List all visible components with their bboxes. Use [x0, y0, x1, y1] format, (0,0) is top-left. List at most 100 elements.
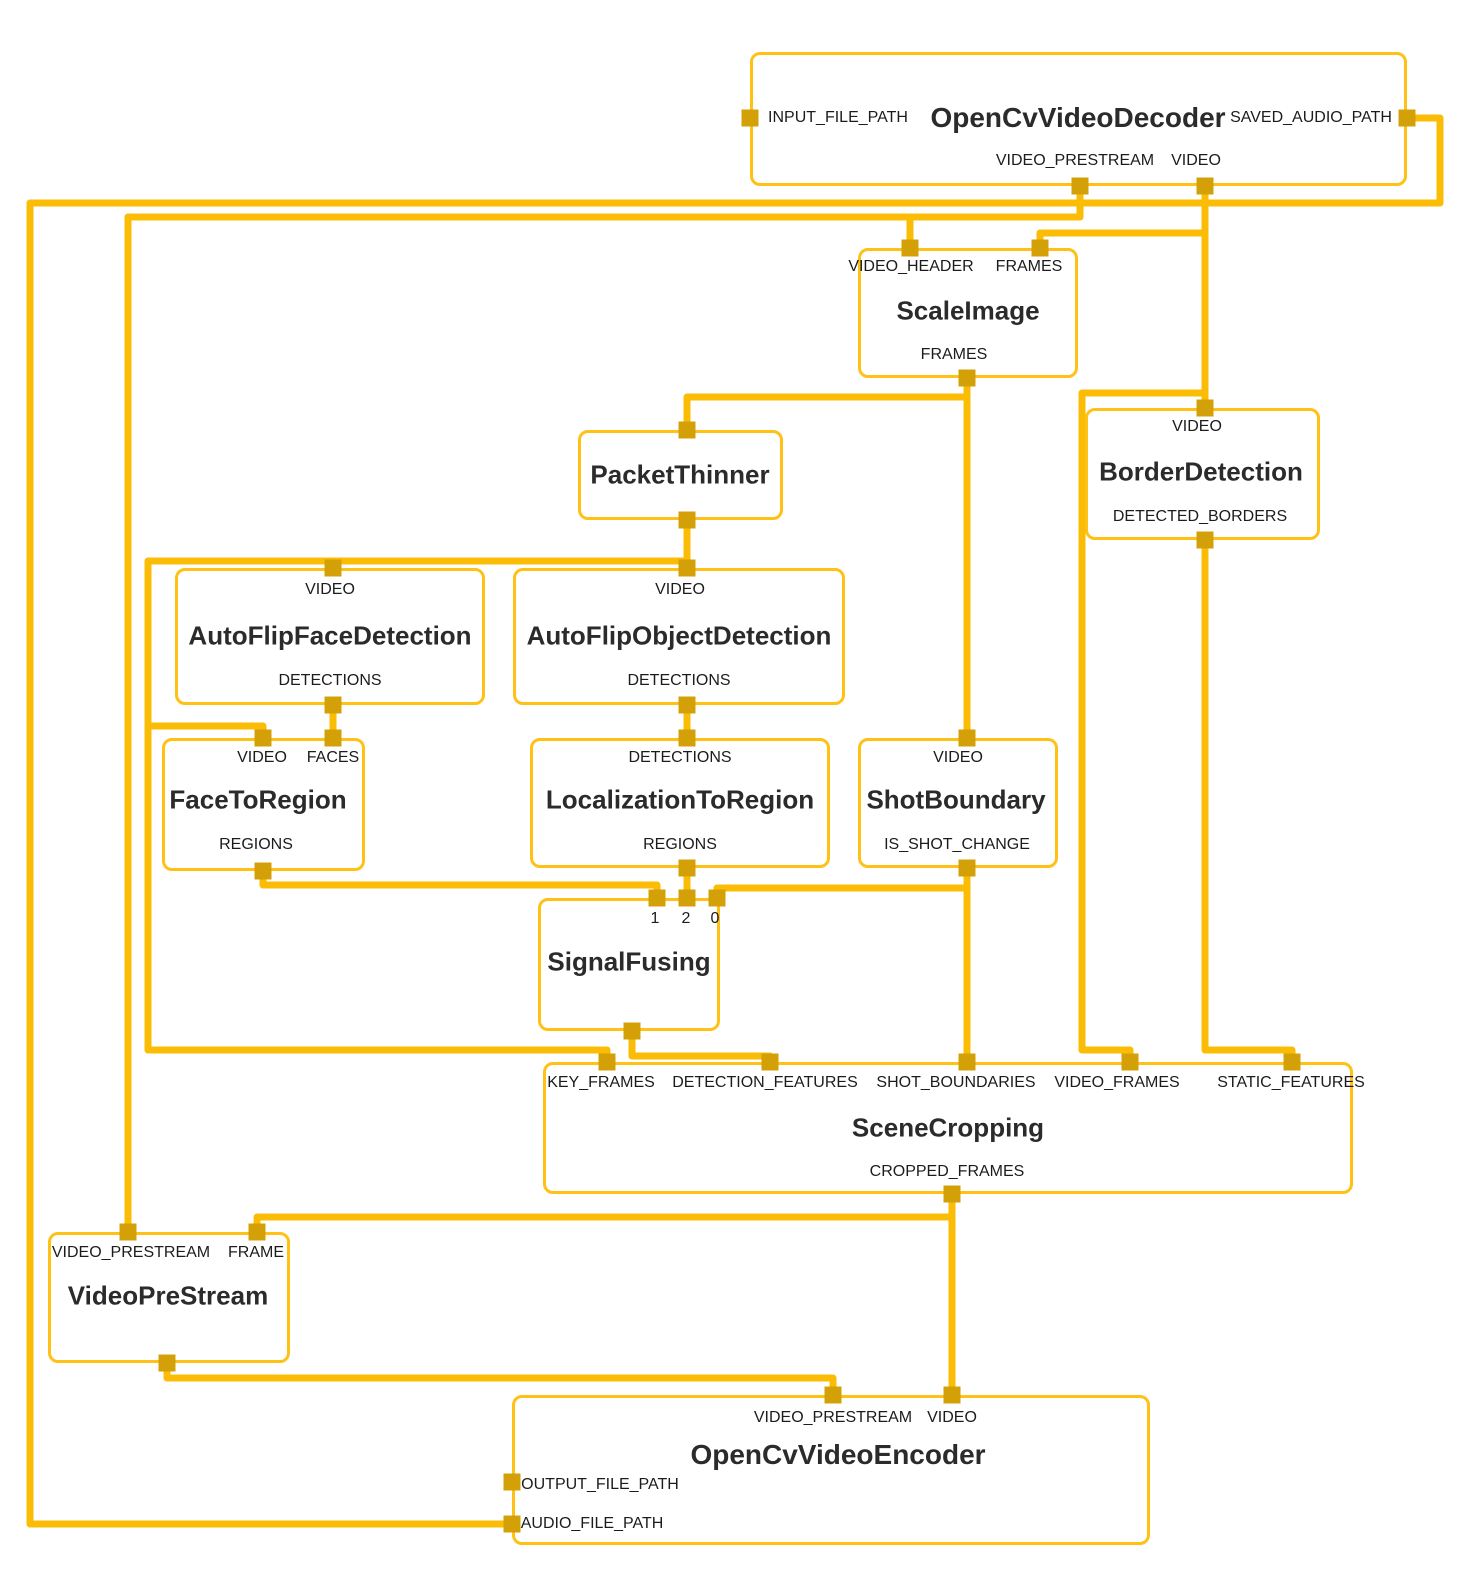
decoder-video-prestream-label: VIDEO_PRESTREAM [995, 152, 1155, 169]
edge-borderdetection-to-scenecropping-static-features [1201, 540, 1296, 1062]
decoder-video-label: VIDEO [1171, 152, 1221, 169]
edge-video-to-scaleimage-frames [1036, 229, 1205, 248]
port-encoder-audio-file-path [503, 1515, 521, 1533]
facetoregion-regions-label: REGIONS [219, 836, 293, 853]
port-localizationtoregion-detections [678, 729, 696, 747]
port-borderdetection-detected-borders [1196, 531, 1214, 549]
port-packetthinner-out [678, 511, 696, 529]
port-scaleimage-video-header [901, 239, 919, 257]
port-scaleimage-frames-out [958, 369, 976, 387]
localizationtoregion-detections-label: DETECTIONS [628, 749, 732, 766]
scenecropping-cropped-frames-label: CROPPED_FRAMES [869, 1163, 1025, 1180]
port-encoder-output-file-path [503, 1473, 521, 1491]
scenecropping-static-features-label: STATIC_FEATURES [1217, 1074, 1365, 1091]
facedetection-video-label: VIDEO [305, 581, 355, 598]
facedetection-detections-label: DETECTIONS [278, 672, 382, 689]
node-signal-fusing[interactable] [538, 898, 720, 1031]
edge-saved-audio-path-to-audio-file-path [26, 114, 1444, 1528]
facetoregion-faces-label: FACES [306, 749, 360, 766]
encoder-audio-file-path-label: AUDIO_FILE_PATH [520, 1515, 664, 1532]
shotboundary-is-shot-change-label: IS_SHOT_CHANGE [884, 836, 1030, 853]
facetoregion-title: FaceToRegion [169, 784, 347, 815]
borderdetection-title: BorderDetection [1099, 456, 1303, 487]
port-scenecropping-cropped-frames [943, 1185, 961, 1203]
decoder-input-file-path-label: INPUT_FILE_PATH [768, 109, 908, 126]
objectdetection-video-label: VIDEO [655, 581, 705, 598]
port-localizationtoregion-regions [678, 859, 696, 877]
encoder-output-file-path-label: OUTPUT_FILE_PATH [521, 1476, 679, 1493]
port-encoder-video [943, 1386, 961, 1404]
port-facedetection-detections [324, 696, 342, 714]
port-scenecropping-shot-boundaries [958, 1053, 976, 1071]
edge-shotboundary-to-signalfusing-0 [713, 884, 967, 898]
port-packetthinner-in [678, 421, 696, 439]
encoder-video-prestream-label: VIDEO_PRESTREAM [753, 1409, 913, 1426]
videoprestream-video-prestream-label: VIDEO_PRESTREAM [51, 1244, 211, 1261]
port-objectdetection-detections [678, 696, 696, 714]
port-objectdetection-video [678, 559, 696, 577]
edge-scaleimage-frames-to-packetthinner [683, 393, 967, 430]
scenecropping-detection-features-label: DETECTION_FEATURES [672, 1074, 858, 1091]
port-shotboundary-is-shot-change [958, 859, 976, 877]
facetoregion-video-label: VIDEO [237, 749, 287, 766]
videoprestream-frame-label: FRAME [228, 1244, 284, 1261]
port-encoder-video-prestream [824, 1386, 842, 1404]
port-signalfusing-1 [648, 889, 666, 907]
shotboundary-title: ShotBoundary [866, 784, 1046, 815]
borderdetection-video-label: VIDEO [1172, 418, 1222, 435]
encoder-video-label: VIDEO [927, 1409, 977, 1426]
facedetection-title: AutoFlipFaceDetection [188, 620, 472, 651]
node-shot-boundary[interactable] [858, 738, 1058, 868]
decoder-title: OpenCvVideoDecoder [930, 102, 1226, 133]
port-signalfusing-0 [708, 889, 726, 907]
port-facetoregion-video [254, 729, 272, 747]
port-videoprestream-out [158, 1354, 176, 1372]
port-scenecropping-video-frames [1121, 1053, 1139, 1071]
edge-packetthinner-to-facetoregion-video [148, 722, 267, 738]
signalfusing-input-2-label: 2 [681, 910, 691, 927]
port-scenecropping-detection-features [761, 1053, 779, 1071]
node-autoflip-object-detection[interactable] [513, 568, 845, 705]
edge-facetoregion-regions-to-signalfusing-1 [259, 871, 661, 898]
port-shotboundary-video [958, 729, 976, 747]
localizationtoregion-title: LocalizationToRegion [545, 784, 815, 815]
port-signalfusing-out [623, 1022, 641, 1040]
port-videoprestream-frame [248, 1223, 266, 1241]
node-scale-image[interactable] [858, 248, 1078, 378]
decoder-saved-audio-path-label: SAVED_AUDIO_PATH [1230, 109, 1392, 126]
node-opencv-video-encoder[interactable] [512, 1395, 1150, 1545]
port-scenecropping-key-frames [598, 1053, 616, 1071]
scenecropping-title: SceneCropping [851, 1112, 1045, 1143]
port-decoder-input-file-path [741, 109, 759, 127]
port-decoder-saved-audio-path [1398, 109, 1416, 127]
scaleimage-frames-out-label: FRAMES [920, 346, 988, 363]
port-scaleimage-frames-in [1031, 239, 1049, 257]
borderdetection-detected-borders-label: DETECTED_BORDERS [1112, 508, 1288, 525]
scenecropping-video-frames-label: VIDEO_FRAMES [1054, 1074, 1180, 1091]
edge-signalfusing-to-scenecropping-detection-features [628, 1031, 774, 1062]
edge-videoprestream-to-encoder-video-prestream [163, 1363, 837, 1395]
port-borderdetection-video [1196, 399, 1214, 417]
localizationtoregion-regions-label: REGIONS [643, 836, 717, 853]
signalfusing-input-1-label: 1 [650, 910, 660, 927]
packetthinner-title: PacketThinner [590, 459, 770, 490]
scaleimage-video-header-label: VIDEO_HEADER [848, 258, 974, 275]
edge-video-prestream-to-videoprestream [124, 186, 1084, 1232]
scaleimage-frames-in-label: FRAMES [995, 258, 1063, 275]
port-facetoregion-regions [254, 862, 272, 880]
node-opencv-video-decoder[interactable] [750, 52, 1407, 186]
node-border-detection[interactable] [1085, 408, 1320, 540]
port-facetoregion-faces [324, 729, 342, 747]
videoprestream-title: VideoPreStream [67, 1280, 269, 1311]
port-videoprestream-video-prestream [119, 1223, 137, 1241]
shotboundary-video-label: VIDEO [933, 749, 983, 766]
signalfusing-title: SignalFusing [547, 946, 711, 977]
scenecropping-shot-boundaries-label: SHOT_BOUNDARIES [876, 1074, 1036, 1091]
signalfusing-input-0-label: 0 [710, 910, 720, 927]
scenecropping-key-frames-label: KEY_FRAMES [547, 1074, 655, 1091]
objectdetection-detections-label: DETECTIONS [627, 672, 731, 689]
scaleimage-title: ScaleImage [896, 295, 1040, 326]
port-scenecropping-static-features [1283, 1053, 1301, 1071]
objectdetection-title: AutoFlipObjectDetection [526, 620, 832, 651]
